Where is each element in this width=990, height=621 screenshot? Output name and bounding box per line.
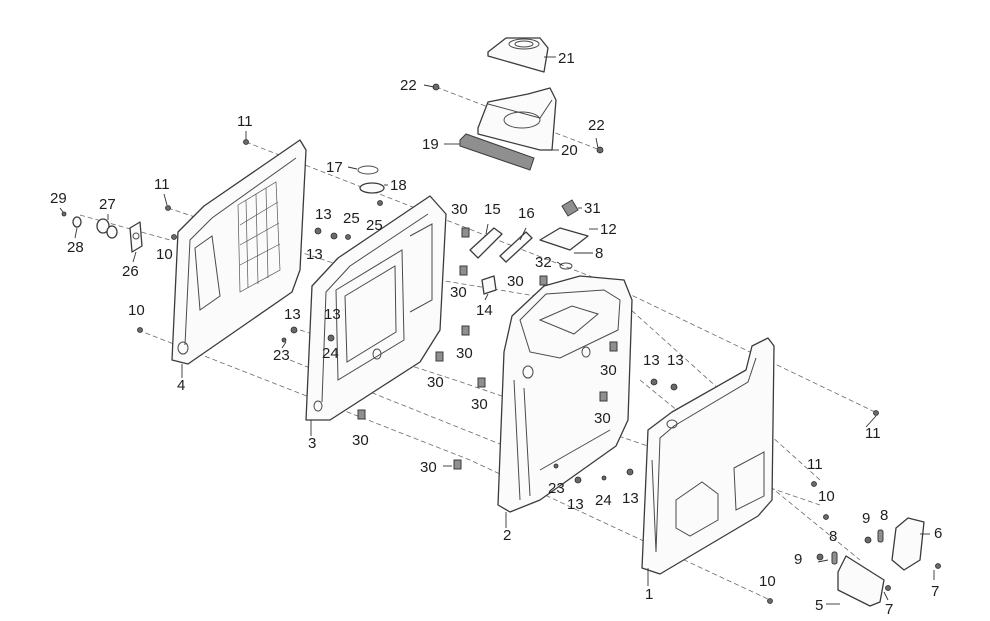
callout-13: 13 [567, 496, 584, 513]
part-12-lid-plate [539, 199, 589, 270]
part-4-left-cover-panel [171, 139, 307, 365]
part-16-handle-right [499, 231, 533, 263]
leader-lines [59, 56, 935, 605]
callout-25: 25 [343, 210, 360, 227]
part-17-o-ring [357, 165, 379, 175]
callout-8: 8 [595, 245, 603, 262]
part-5-access-cover [837, 555, 885, 607]
part-1-right-cover-panel [641, 337, 775, 575]
callout-20: 20 [561, 142, 578, 159]
callout-13: 13 [324, 306, 341, 323]
callout-16: 16 [518, 205, 535, 222]
callout-6: 6 [934, 525, 942, 542]
callout-30: 30 [594, 410, 611, 427]
callout-31: 31 [584, 200, 601, 217]
callout-24: 24 [322, 345, 339, 362]
callout-26: 26 [122, 263, 139, 280]
callout-21: 21 [558, 50, 575, 67]
callout-10: 10 [156, 246, 173, 263]
callout-9: 9 [862, 510, 870, 527]
callout-13: 13 [284, 306, 301, 323]
callout-24: 24 [595, 492, 612, 509]
callout-3: 3 [308, 435, 316, 452]
part-20-funnel-housing [477, 87, 557, 151]
callout-11: 11 [807, 456, 823, 473]
callout-4: 4 [177, 377, 185, 394]
callout-14: 14 [476, 302, 493, 319]
callout-22: 22 [400, 77, 417, 94]
callout-30: 30 [456, 345, 473, 362]
callout-8: 8 [829, 528, 837, 545]
callout-11: 11 [237, 113, 253, 130]
part-18-seal-ring [359, 182, 385, 194]
callout-18: 18 [390, 177, 407, 194]
callout-29: 29 [50, 190, 67, 207]
callout-9: 9 [794, 551, 802, 568]
part-3-middle-frame [305, 195, 447, 421]
callout-2: 2 [503, 527, 511, 544]
callout-5: 5 [815, 597, 823, 614]
callout-17: 17 [326, 159, 343, 176]
callout-13: 13 [622, 490, 639, 507]
callout-10: 10 [128, 302, 145, 319]
callout-28: 28 [67, 239, 84, 256]
callout-13: 13 [315, 206, 332, 223]
part-19-foam-strip [459, 133, 535, 171]
callout-10: 10 [818, 488, 835, 505]
part-27-knob [96, 218, 118, 239]
part-2-main-housing [497, 275, 633, 513]
callout-23: 23 [548, 480, 565, 497]
callout-30: 30 [427, 374, 444, 391]
callout-30: 30 [420, 459, 437, 476]
callout-27: 27 [99, 196, 116, 213]
callout-32: 32 [535, 254, 552, 271]
callout-1: 1 [645, 586, 653, 603]
callout-8: 8 [880, 507, 888, 524]
part-28-29-small-parts [61, 211, 82, 228]
callout-11: 11 [154, 176, 170, 193]
callout-13: 13 [667, 352, 684, 369]
part-14-clip [481, 275, 497, 295]
callout-13: 13 [306, 246, 323, 263]
callout-30: 30 [507, 273, 524, 290]
fasteners [137, 83, 941, 604]
callout-25: 25 [366, 217, 383, 234]
callout-30: 30 [450, 284, 467, 301]
callout-11: 11 [865, 425, 881, 442]
callout-23: 23 [273, 347, 290, 364]
callout-7: 7 [885, 601, 893, 618]
callout-12: 12 [600, 221, 617, 238]
callout-30: 30 [352, 432, 369, 449]
part-26-bracket [129, 221, 143, 253]
part-6-access-cover [891, 517, 925, 571]
callout-30: 30 [600, 362, 617, 379]
callout-15: 15 [484, 201, 501, 218]
part-21-vent-cap [487, 37, 549, 73]
callout-13: 13 [643, 352, 660, 369]
part-8-9-latches [816, 529, 884, 565]
callout-10: 10 [759, 573, 776, 590]
callout-19: 19 [422, 136, 439, 153]
part-15-handle-left [469, 227, 503, 259]
callout-7: 7 [931, 583, 939, 600]
callout-30: 30 [471, 396, 488, 413]
callout-22: 22 [588, 117, 605, 134]
callout-30: 30 [451, 201, 468, 218]
